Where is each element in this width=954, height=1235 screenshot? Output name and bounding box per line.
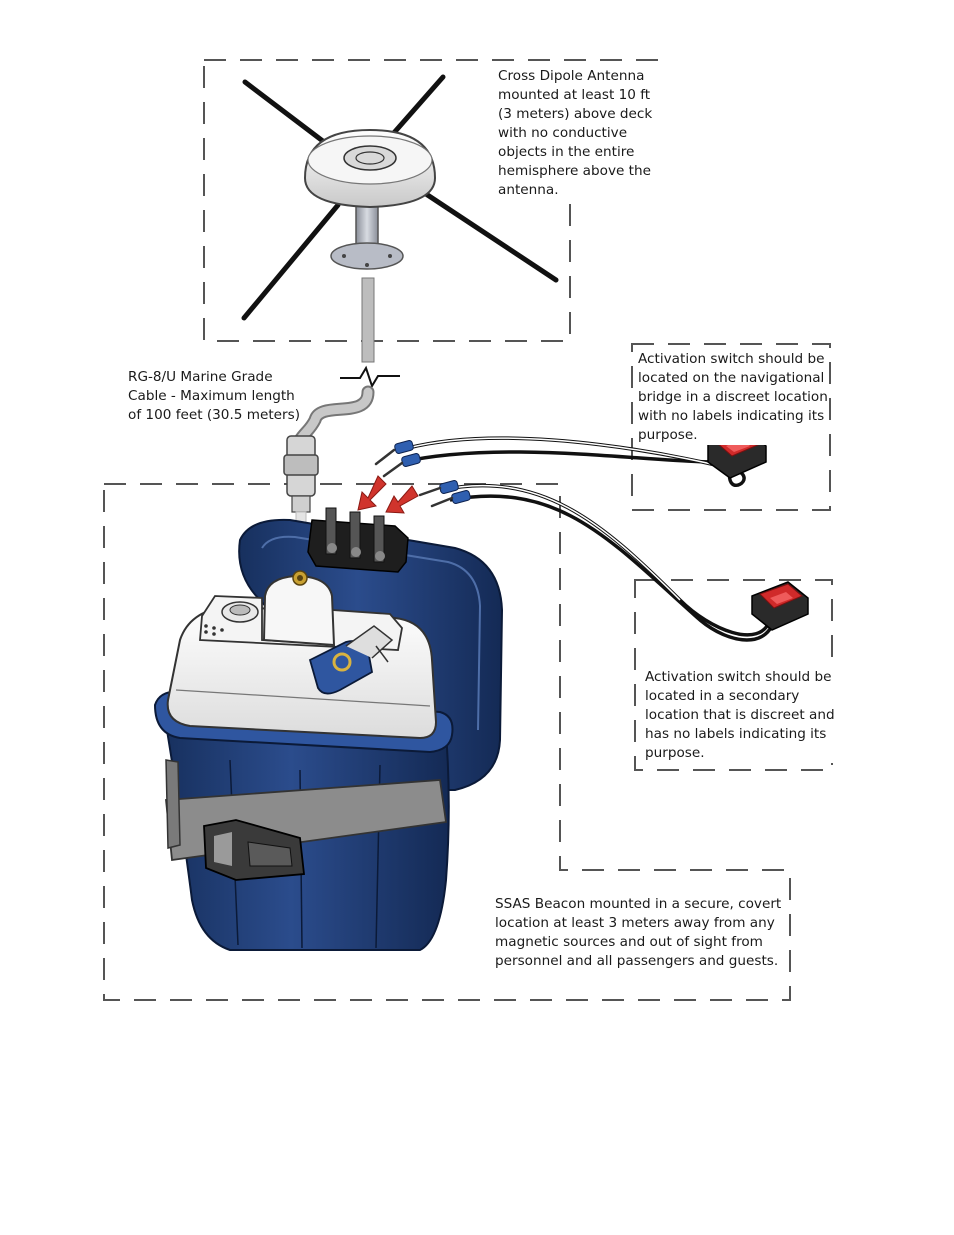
beacon-callout: SSAS Beacon mounted in a secure, covert …: [495, 895, 785, 971]
bridge-switch-callout: Activation switch should be located on t…: [638, 350, 828, 445]
cable-callout: RG-8/U Marine Grade Cable - Maximum leng…: [128, 368, 303, 425]
beacon-frame: [103, 483, 791, 1001]
antenna-connector-housing: [262, 574, 336, 647]
wire-connectors: [374, 440, 471, 508]
dashed-frames: [103, 59, 833, 1001]
ssas-beacon: [153, 507, 504, 951]
terminal-block: [307, 507, 409, 573]
dipole-elements: [241, 74, 559, 321]
switch1-frame: [631, 343, 831, 511]
antenna-callout: Cross Dipole Antenna mounted at least 10…: [498, 67, 660, 200]
insert-arrows-icon: [357, 475, 419, 514]
strap-side: [165, 759, 181, 849]
secondary-switch-callout: Activation switch should be located in a…: [645, 668, 835, 763]
antenna-frame: [203, 59, 658, 342]
antenna-logo-icon: [343, 145, 397, 171]
lever-ring-icon: [332, 652, 352, 672]
antenna-base-plate: [330, 242, 404, 270]
cable-break-symbol: [340, 365, 400, 389]
cable-upper: [361, 277, 375, 363]
activation-switch-secondary: [751, 581, 809, 631]
cross-dipole-antenna: [241, 74, 559, 321]
